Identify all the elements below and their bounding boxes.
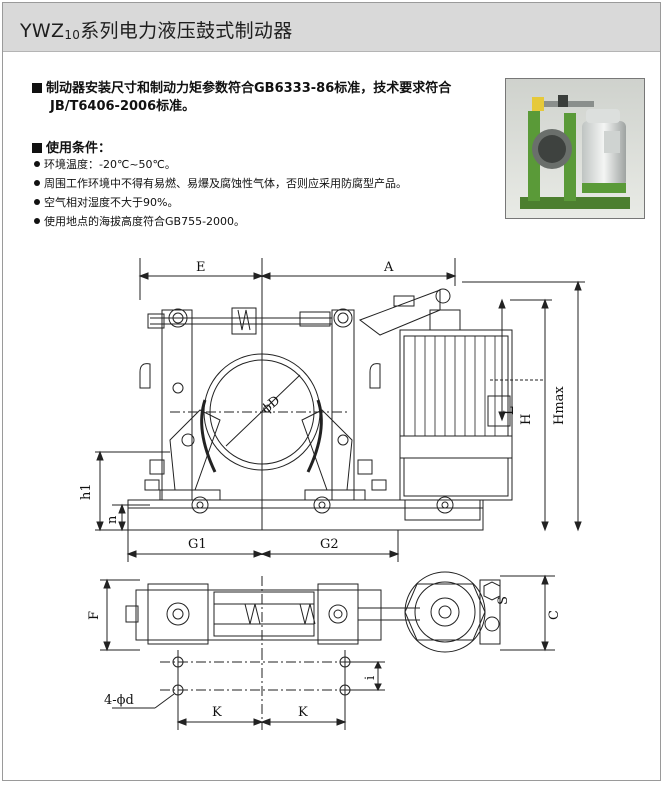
dim-n: n	[105, 515, 120, 524]
title-bar: YWZ10系列电力液压鼓式制动器	[3, 3, 660, 52]
dim-Hmax: Hmax	[552, 386, 567, 425]
product-photo	[505, 78, 645, 219]
bullet-icon	[34, 218, 40, 224]
condition-item: 空气相对湿度不大于90%。	[34, 194, 178, 210]
dim-H: H	[519, 414, 534, 425]
dim-hole: 4-ϕd	[104, 693, 134, 708]
dim-C: C	[547, 610, 562, 620]
dim-E: E	[196, 260, 206, 275]
dim-L: L	[502, 406, 517, 415]
dim-G2: G2	[320, 537, 339, 552]
dim-G1: G1	[188, 537, 207, 552]
square-bullet-icon	[32, 143, 42, 153]
standards-line-2: JB/T6406-2006标准。	[50, 99, 196, 114]
dim-K-right: K	[298, 705, 308, 720]
dim-phiD: ϕD	[259, 393, 283, 417]
square-bullet-icon	[32, 83, 42, 93]
conditions-heading: 使用条件：	[32, 137, 111, 156]
page-title: YWZ10系列电力液压鼓式制动器	[20, 20, 293, 42]
dim-S: S	[496, 596, 511, 605]
bullet-icon	[34, 199, 40, 205]
brake-photo-illustration	[506, 79, 644, 218]
dim-i: i	[363, 676, 378, 680]
dim-K-left: K	[212, 705, 222, 720]
dim-h1: h1	[79, 483, 94, 500]
condition-item: 环境温度：-20℃~50℃。	[34, 156, 176, 172]
condition-item: 使用地点的海拔高度符合GB755-2000。	[34, 213, 245, 229]
bullet-icon	[34, 161, 40, 167]
standards-line-1: 制动器安装尺寸和制动力矩参数符合GB6333-86标准，技术要求符合	[46, 81, 452, 96]
dim-A: A	[383, 260, 394, 275]
standards-paragraph: 制动器安装尺寸和制动力矩参数符合GB6333-86标准，技术要求符合 JB/T6…	[32, 80, 487, 116]
dim-F: F	[87, 611, 102, 620]
bullet-icon	[34, 180, 40, 186]
condition-item: 周围工作环境中不得有易燃、易爆及腐蚀性气体，否则应采用防腐型产品。	[34, 175, 407, 191]
